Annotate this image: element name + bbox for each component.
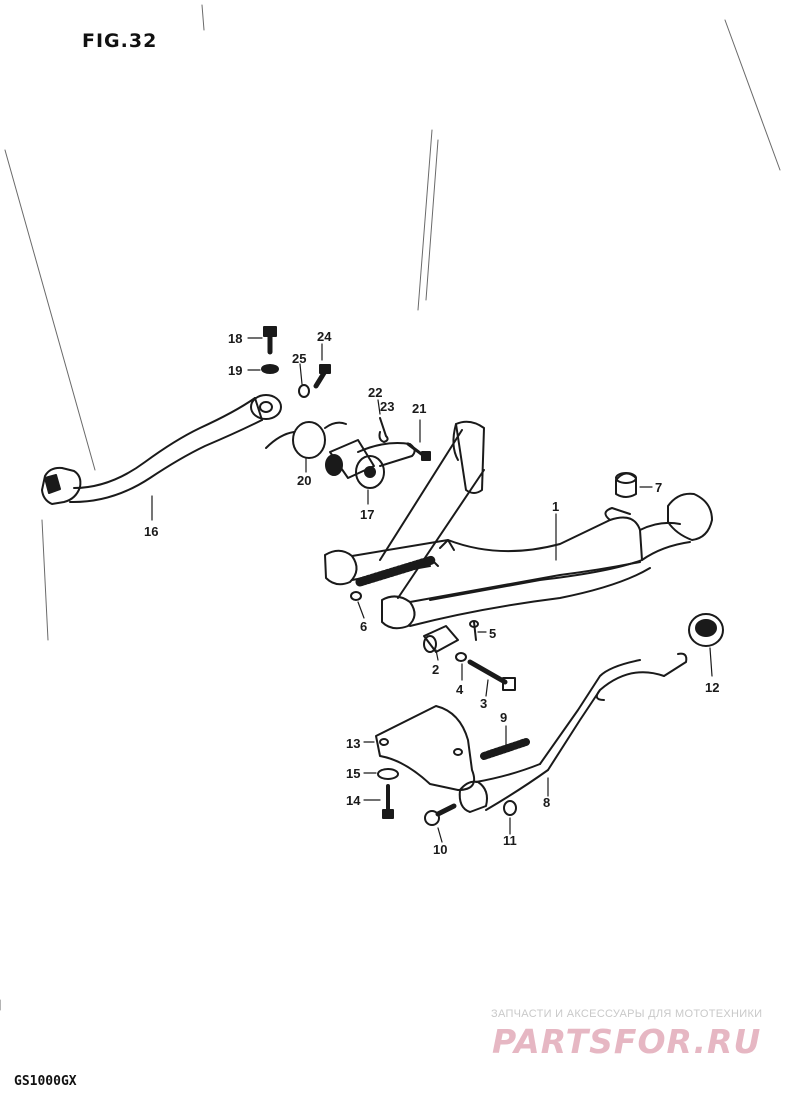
callout-11: 11 — [503, 833, 517, 848]
callout-25: 25 — [292, 351, 307, 366]
callout-13: 13 — [346, 736, 361, 751]
callout-12: 12 — [705, 680, 720, 695]
spring-6 — [350, 555, 439, 601]
shaft-17 — [325, 439, 416, 489]
watermark-tagline: ЗАПЧАСТИ И АКСЕССУАРЫ ДЛЯ МОТОТЕХНИКИ — [491, 1008, 763, 1020]
watermark-logo: PARTSFOR.RU — [492, 1022, 762, 1061]
callout-23: 23 — [380, 399, 395, 414]
spring-20 — [265, 421, 347, 459]
bracket-13 — [375, 705, 476, 791]
callout-1: 1 — [552, 499, 560, 514]
callout-9: 9 — [500, 710, 508, 725]
figure-title: FIG.32 — [82, 30, 158, 52]
cotter-5 — [469, 620, 479, 641]
bolt-18 — [263, 326, 277, 355]
callout-5: 5 — [489, 626, 497, 641]
bolt-24 — [313, 364, 331, 389]
nut-11 — [503, 800, 517, 816]
stopper-7 — [615, 472, 637, 498]
rubber-12 — [688, 613, 724, 647]
callout-19: 19 — [228, 363, 243, 378]
callout-10: 10 — [433, 842, 448, 857]
callout-3: 3 — [480, 696, 488, 711]
bolt-10 — [424, 803, 457, 826]
callout-24: 24 — [317, 329, 332, 344]
model-code: GS1000GX — [14, 1074, 77, 1089]
collar-2 — [423, 625, 459, 653]
callout-17: 17 — [360, 507, 375, 522]
washer-4 — [455, 652, 467, 662]
callout-14: 14 — [346, 793, 361, 808]
side-stand-8 — [458, 652, 688, 813]
spring-9 — [480, 738, 530, 760]
bolt-3 — [467, 659, 516, 691]
center-stand-1 — [324, 420, 713, 630]
callout-7: 7 — [655, 480, 663, 495]
nut-25 — [298, 384, 310, 398]
callout-16: 16 — [144, 524, 159, 539]
callout-22: 22 — [368, 385, 383, 400]
callout-15: 15 — [346, 766, 361, 781]
kick-lever-16 — [41, 394, 282, 505]
clip-22-23 — [378, 417, 389, 443]
callout-2: 2 — [432, 662, 440, 677]
washer-15 — [377, 768, 399, 780]
pin-21 — [406, 442, 431, 461]
scan-artifacts — [0, 4, 781, 1011]
callout-8: 8 — [543, 795, 551, 810]
bolt-14 — [382, 784, 394, 819]
callout-18: 18 — [228, 331, 243, 346]
leader-lines — [151, 337, 713, 843]
callout-20: 20 — [297, 473, 312, 488]
callout-21: 21 — [412, 401, 427, 416]
callout-4: 4 — [456, 682, 464, 697]
washer-19 — [261, 364, 279, 374]
callout-6: 6 — [360, 619, 368, 634]
